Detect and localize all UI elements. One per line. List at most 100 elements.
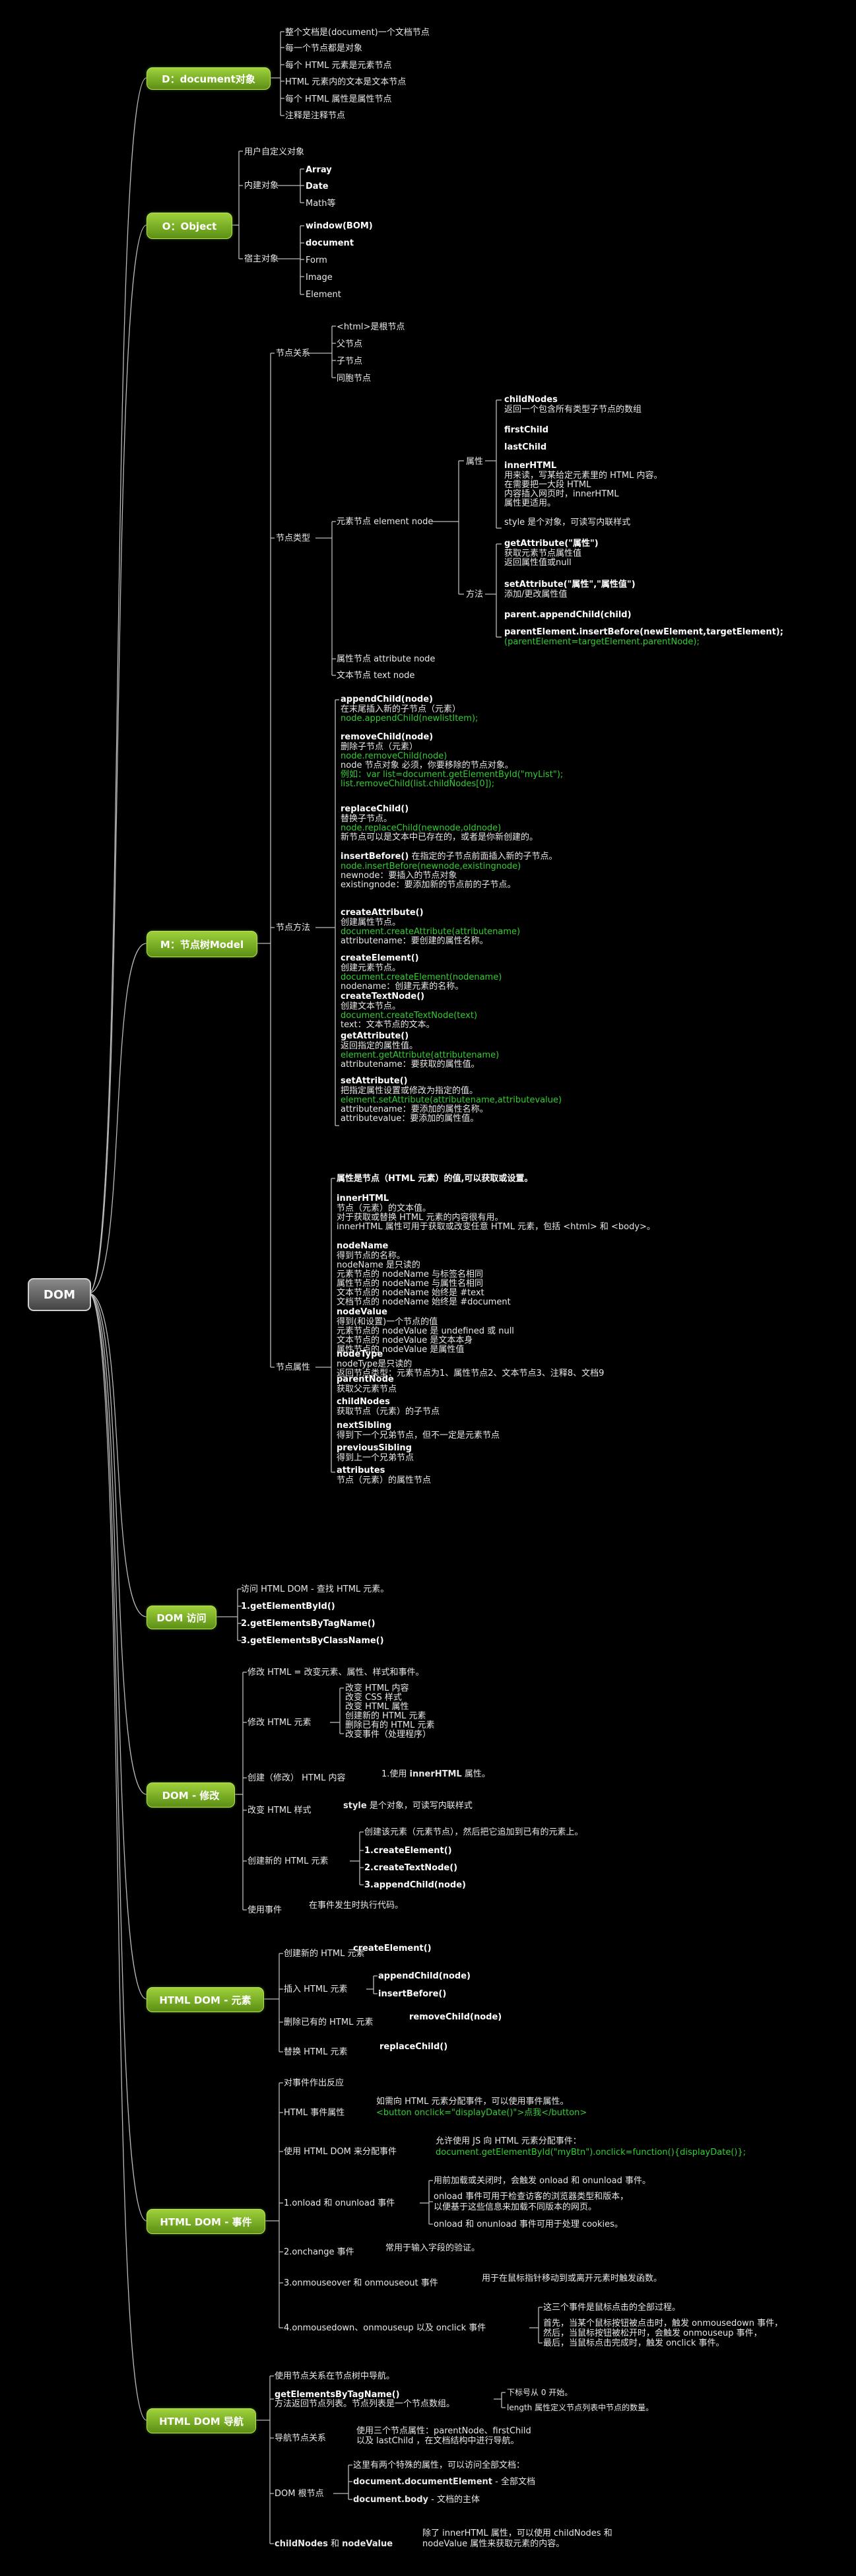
m2-innerhtml: innerHTML bbox=[409, 1769, 462, 1779]
m3-desc: 是个对象，可读写内联样式 bbox=[366, 1801, 473, 1811]
nav-n1: getElementsByTagName() bbox=[275, 2390, 400, 2400]
branch-dom-access[interactable]: DOM 访问 bbox=[147, 1606, 216, 1629]
branch-object-node[interactable]: O：Object bbox=[147, 213, 232, 239]
node-method-line: node 节点对象 必须，你要移除的节点对象。 bbox=[341, 761, 513, 770]
o-builtin-label: 内建对象 bbox=[244, 181, 279, 191]
node-method-line: 返回指定的属性值。 bbox=[341, 1041, 418, 1051]
modify-m5: 使用事件 bbox=[247, 1905, 282, 1915]
modify-m5-desc: 在事件发生时执行代码。 bbox=[309, 1901, 404, 1911]
prop-desc: 在需要把一大段 HTML bbox=[504, 480, 591, 490]
prop-title: innerHTML bbox=[504, 461, 557, 471]
m-rel-3: 子节点 bbox=[337, 356, 363, 366]
event-e2-desc: 允许使用 JS 向 HTML 元素分配事件： bbox=[436, 2136, 581, 2146]
node-method-title: getAttribute() bbox=[341, 1031, 409, 1041]
elem-row-2-key: 插入 HTML 元素 bbox=[284, 1984, 348, 1994]
e3-item-2: onload 事件可用于检查访客的浏览器类型和版本， bbox=[434, 2192, 629, 2202]
node-prop-line: innerHTML 属性可用于获取或改变任意 HTML 元素，包括 <html>… bbox=[337, 1222, 655, 1232]
node-method-line: 例如：var list=document.getElementById("myL… bbox=[341, 770, 564, 780]
node-method-line: 删除子节点（元素） bbox=[341, 742, 418, 752]
node-method-line: node.removeChild(node) bbox=[341, 751, 447, 761]
branch-dom-modify[interactable]: DOM - 修改 bbox=[147, 1782, 235, 1808]
m-rel-4: 同胞节点 bbox=[337, 374, 372, 384]
elem-row-4-key: 替换 HTML 元素 bbox=[284, 2047, 348, 2057]
node-prop-line: 元素节点的 nodeValue 是 undefined 或 null bbox=[337, 1326, 514, 1336]
node-method-line: document.createElement(nodename) bbox=[341, 972, 502, 982]
elem-row-1-key: 创建新的 HTML 元素 bbox=[284, 1949, 365, 1959]
node-method-name: removeChild(node) bbox=[341, 732, 434, 742]
node-method-title: insertBefore() 在指定的子节点前面插入新的子节点。 bbox=[341, 852, 557, 862]
n3-item-3: document.body - 文档的主体 bbox=[353, 2495, 480, 2505]
node-method-name: getAttribute() bbox=[341, 1031, 409, 1041]
n1-item-1: 下标号从 0 开始。 bbox=[507, 2388, 573, 2397]
node-method-line: attributename：要创建的属性名称。 bbox=[341, 936, 488, 946]
node-prop-line: 得到上一个兄弟节点 bbox=[337, 1453, 414, 1463]
node-prop-line: 得到(和设置)一个节点的值 bbox=[337, 1317, 438, 1327]
modify-m1: 修改 HTML 元素 bbox=[247, 1718, 312, 1728]
modify-m4: 创建新的 HTML 元素 bbox=[247, 1856, 329, 1866]
node-method-line: 替换子节点。 bbox=[341, 814, 393, 824]
node-method-title: setAttribute() bbox=[341, 1076, 408, 1086]
node-prop-line: 得到节点的名称。 bbox=[337, 1251, 406, 1261]
branch-html-dom-events[interactable]: HTML DOM - 事件 bbox=[147, 2209, 265, 2234]
m-attr-branch: 属性 bbox=[466, 457, 484, 467]
prop-title: childNodes bbox=[504, 395, 558, 405]
o-host-element: Element bbox=[306, 290, 341, 300]
node-method-line: 把指定属性设置或修改为指定的值。 bbox=[341, 1086, 478, 1096]
node-method-name: createTextNode() bbox=[341, 992, 425, 1001]
event-e3: 1.onload 和 onunload 事件 bbox=[284, 2198, 395, 2208]
node-method-name: appendChild(node) bbox=[341, 695, 433, 704]
node-method-name: insertBefore() bbox=[341, 852, 409, 862]
nav-intro: 使用节点关系在节点树中导航。 bbox=[275, 2371, 395, 2381]
o-user-defined: 用户自定义对象 bbox=[244, 147, 305, 157]
modify-m2: 创建（修改） HTML 内容 bbox=[247, 1773, 346, 1783]
elem-row-2-val-2: insertBefore() bbox=[378, 1989, 447, 1999]
m4-item-2: 1.createElement() bbox=[364, 1846, 452, 1856]
m3-style: style bbox=[343, 1801, 367, 1811]
modify-m1-item: 改变事件（处理程序） bbox=[345, 1730, 432, 1740]
node-prop-title: attributes bbox=[337, 1466, 385, 1475]
modify-m3: 改变 HTML 样式 bbox=[247, 1806, 312, 1815]
branch-document-node[interactable]: D：document对象 bbox=[147, 67, 271, 90]
node-prop-title: nextSibling bbox=[337, 1421, 392, 1431]
event-e5: 3.onmouseover 和 onmouseout 事件 bbox=[284, 2278, 438, 2288]
m4-item-4: 3.appendChild(node) bbox=[364, 1880, 466, 1890]
node-method-line: text：文本节点的文本。 bbox=[341, 1020, 435, 1030]
event-e6: 4.onmousedown、onmouseup 以及 onclick 事件 bbox=[284, 2323, 486, 2333]
node-prop-title: parentNode bbox=[337, 1374, 394, 1384]
node-prop-line: 得到下一个兄弟节点，但不一定是元素节点 bbox=[337, 1431, 500, 1441]
root-node-dom[interactable]: DOM bbox=[28, 1278, 91, 1311]
node-method-line: node.insertBefore(newnode,existingnode) bbox=[341, 862, 521, 871]
event-e4-desc: 常用于输入字段的验证。 bbox=[385, 2243, 480, 2253]
branch-html-dom-elements[interactable]: HTML DOM - 元素 bbox=[147, 1987, 264, 2012]
n4-item-1: 除了 innerHTML 属性，可以使用 childNodes 和 bbox=[422, 2528, 612, 2538]
n1-item-2: length 属性定义节点列表中节点的数量。 bbox=[507, 2403, 654, 2412]
node-method-title: createTextNode() bbox=[341, 992, 424, 1001]
o-builtin-math: Math等 bbox=[306, 199, 336, 209]
prop-desc: 属性更适用。 bbox=[504, 498, 556, 508]
node-prop-title: nodeName bbox=[337, 1241, 389, 1251]
branch-node-tree-model[interactable]: M：节点树Model bbox=[147, 931, 257, 957]
method-desc: 添加/更改属性值 bbox=[504, 590, 568, 599]
modify-m1-item: 删除已有的 HTML 元素 bbox=[345, 1720, 435, 1730]
node-method-name: createElement() bbox=[341, 953, 419, 963]
o-host-window: window(BOM) bbox=[306, 221, 373, 231]
m4-item-1: 创建该元素（元素节点），然后把它追加到已有的元素上。 bbox=[364, 1827, 583, 1837]
modify-m1-item: 改变 HTML 属性 bbox=[345, 1702, 409, 1712]
nav-n4: childNodes 和 nodeValue bbox=[275, 2539, 393, 2549]
event-e1-code: <button onclick="displayDate()">点我</butt… bbox=[376, 2108, 587, 2118]
prop-desc: 用来读，写某给定元素里的 HTML 内容。 bbox=[504, 471, 663, 481]
node-prop-title: nodeType bbox=[337, 1349, 383, 1359]
prop-desc: 返回一个包含所有类型子节点的数组 bbox=[504, 405, 642, 415]
method-title: setAttribute("属性","属性值") bbox=[504, 580, 636, 590]
node-prop-line: 节点（元素）的属性节点 bbox=[337, 1475, 432, 1485]
n3-doc-body-desc: - 文档的主体 bbox=[428, 2495, 480, 2505]
elem-row-3-val: removeChild(node) bbox=[409, 2012, 502, 2022]
node-method-title: appendChild(node) bbox=[341, 695, 433, 704]
m-text-node: 文本节点 text node bbox=[337, 671, 415, 681]
node-prop-title: innerHTML bbox=[337, 1194, 389, 1203]
e3-item-4: onload 和 onunload 事件可用于处理 cookies。 bbox=[434, 2220, 623, 2229]
branch-html-dom-navigation[interactable]: HTML DOM 导航 bbox=[147, 2408, 256, 2433]
node-method-line: attributename：要添加的属性名称。 bbox=[341, 1104, 488, 1114]
access-item-3: 3.getElementsByClassName() bbox=[241, 1636, 384, 1646]
node-method-line: 新节点可以是文本中已存在的，或者是你新创建的。 bbox=[341, 832, 539, 842]
